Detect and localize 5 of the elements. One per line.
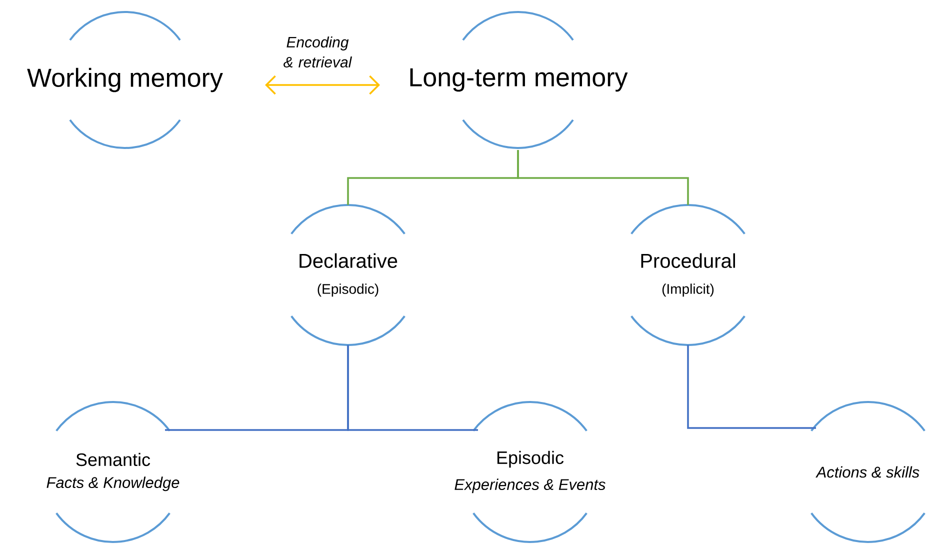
connector	[517, 150, 689, 205]
connector	[347, 345, 478, 431]
edge-label: Encoding & retrieval	[284, 36, 352, 68]
connector	[265, 75, 380, 95]
connector	[687, 345, 816, 429]
